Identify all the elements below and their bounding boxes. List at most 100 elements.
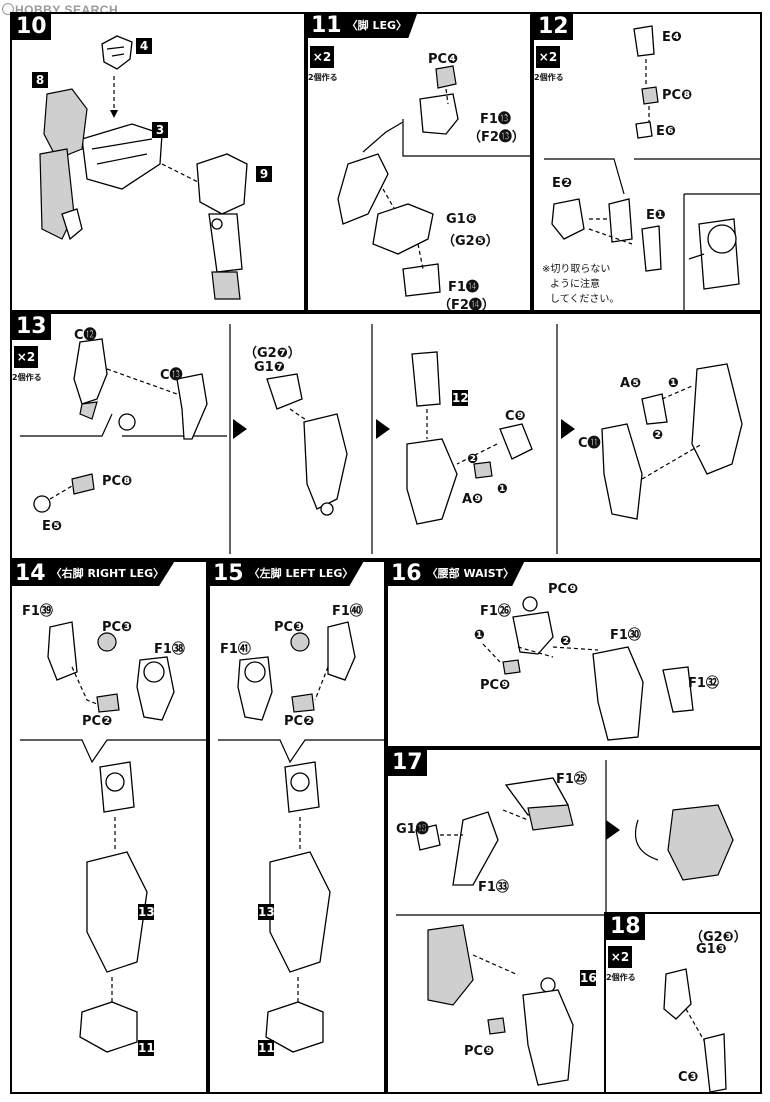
step-10-number: 10 [12,14,51,40]
part-c12 [73,338,108,405]
part-f1-33 [452,811,499,886]
ref-badge: 13 [258,904,275,920]
step-13-number: 13 [12,314,51,340]
caution-note-line: ※切り取らない [542,264,611,275]
leg-part-f1-14 [402,263,441,297]
sub-assembly-16 [522,989,574,1086]
part-label: F1㊵ [332,604,363,619]
x2-caption: 2個作る [534,73,564,82]
order-mark: ❶ [474,628,486,643]
part-label: （F2⓮） [438,298,495,313]
step-11-panel: 11 〈脚 LEG〉 ×2 2個作る PC❹ F1⓭ （F2⓭） G1❻ （G2… [306,12,532,313]
part-label: G1⓲ [396,822,429,837]
part-label: PC❽ [662,88,693,103]
part-label: F1⓮ [448,280,479,295]
step-13-illustration [20,324,743,554]
order-mark: ❷ [560,634,572,649]
part-label: C❾ [505,409,526,424]
step-11-illustration [337,65,532,297]
step-15-panel: 15 〈左脚 LEFT LEG〉 F1㊵ PC❸ F1㊶ PC❷ 13 11 [208,560,386,1094]
x2-badge: ×2 [536,46,560,68]
step-14-title: 〈右脚 RIGHT LEG〉 [48,562,175,586]
part-label: F1㊶ [220,642,251,657]
ref-badge: 13 [138,904,155,920]
order-mark: ❶ [497,482,509,497]
part-label: （G2❺） [442,234,499,249]
part-label: （G2❼） [244,346,301,361]
part-label: G1❼ [254,360,285,375]
sub-assembly-11 [79,1001,138,1053]
x2-badge: ×2 [608,946,632,968]
ref-badge: 3 [152,122,168,138]
step-14-number: 14 [12,562,49,586]
sub-assembly-12 [411,351,441,407]
assembled-preview [667,804,734,881]
poly-cap-pc9 [487,1017,506,1035]
step-16-number: 16 [388,562,425,586]
torso-part-3 [81,123,163,190]
step-13-panel: 13 ×2 2個作る [10,312,762,560]
part-label: PC❸ [102,620,133,635]
x2-badge: ×2 [14,346,38,368]
part-c13 [176,373,208,440]
order-mark: ❷ [652,428,664,443]
part-e6 [635,121,653,139]
leg-part-g1-6 [372,203,434,255]
sub-assembly-side [427,924,474,1006]
part-g1-3 [663,968,692,1020]
part-label: F1㉜ [688,676,719,691]
sub-assembly-13 [269,851,331,973]
part-label: F1㊴ [22,604,53,619]
poly-cap-pc8 [641,86,659,105]
part-label: A❾ [462,492,484,507]
step-11-number: 11 [308,14,345,38]
caution-note-line: ように注意 [550,279,600,290]
waist-part-f1-26 [512,611,554,655]
part-e2 [551,198,585,240]
part-c11 [601,423,643,520]
part-e4 [633,25,655,57]
step-14-panel: 14 〈右脚 RIGHT LEG〉 F1㊴ PC❸ F1㊳ PC❷ 13 11 [10,560,208,1094]
part-label: PC❾ [548,582,579,597]
part-label: PC❷ [284,714,315,729]
part-label: G1❸ [696,942,727,957]
step-18-illustration [663,968,727,1093]
step-11-header: 11 〈脚 LEG〉 [308,14,418,38]
step-17-illustration [396,760,762,1094]
step-15-title: 〈左脚 LEFT LEG〉 [246,562,364,586]
part-label: E❷ [552,176,572,191]
part-label: E❺ [42,519,62,534]
part-label: C⓭ [160,368,183,383]
step-10-panel: 10 4 8 3 9 [10,12,306,312]
leg-part-upper [337,153,389,225]
waist-part-f1-32 [662,666,694,713]
ref-badge: 16 [580,970,597,986]
ref-badge: 12 [452,390,469,406]
part-label: F1⓭ [480,112,511,127]
x2-badge: ×2 [310,46,334,68]
sub-assembly-13 [86,851,148,973]
step-14-header: 14 〈右脚 RIGHT LEG〉 [12,562,175,586]
step-18-panel: 18 ×2 2個作る （G2❸） G1❸ C❸ [604,912,762,1094]
ref-badge: 8 [32,72,48,88]
step-17-number: 17 [388,750,427,776]
order-mark: ❶ [668,376,680,391]
ref-badge: 4 [136,38,152,54]
step-14-illustration [20,621,208,1053]
arm-part-9 [196,153,248,215]
part-label: F1㉕ [556,772,587,787]
part-label: A❺ [620,376,642,391]
poly-cap-pc9 [502,659,521,675]
leg-part-f1-39 [47,621,78,681]
step-10-illustration [39,35,248,300]
backpack-part-8 [43,88,88,160]
part-label: C❸ [678,1070,699,1085]
part-label: PC❸ [274,620,305,635]
part-c9 [499,423,533,460]
part-label: E❶ [646,208,666,223]
part-label: F1㉚ [610,628,641,643]
head-part-4 [101,35,133,70]
part-c3 [703,1033,727,1093]
leg-part-f1-13 [419,93,459,135]
